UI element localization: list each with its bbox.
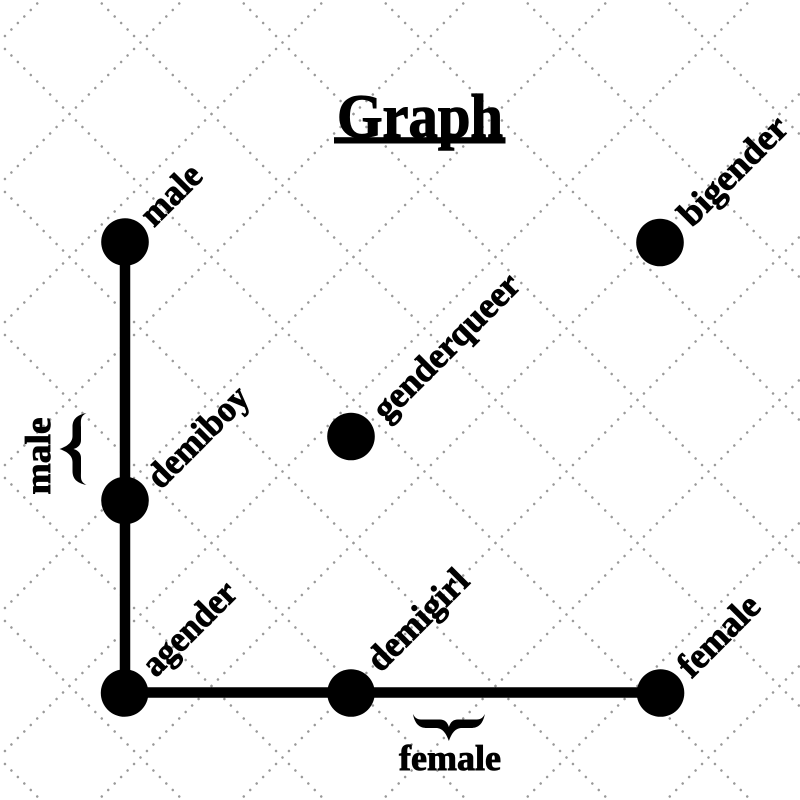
title-underline bbox=[334, 137, 506, 144]
node-dot-demiboy bbox=[101, 476, 149, 525]
male-axis-brace-label: male bbox=[18, 417, 58, 494]
node-dot-bigender bbox=[636, 218, 684, 267]
braces-layer: male female bbox=[18, 413, 501, 778]
male-axis-brace bbox=[59, 413, 87, 485]
node-dot-demigirl bbox=[327, 669, 375, 717]
node-dot-genderqueer bbox=[327, 412, 375, 461]
female-axis-brace-label: female bbox=[399, 738, 501, 778]
axes-layer bbox=[119, 242, 661, 698]
node-dot-male bbox=[101, 218, 149, 266]
female-axis-brace bbox=[412, 714, 485, 741]
title-layer: Graph bbox=[334, 82, 506, 151]
node-dot-agender bbox=[100, 669, 149, 717]
node-dot-female bbox=[636, 669, 685, 717]
nodes-layer bbox=[100, 218, 685, 717]
